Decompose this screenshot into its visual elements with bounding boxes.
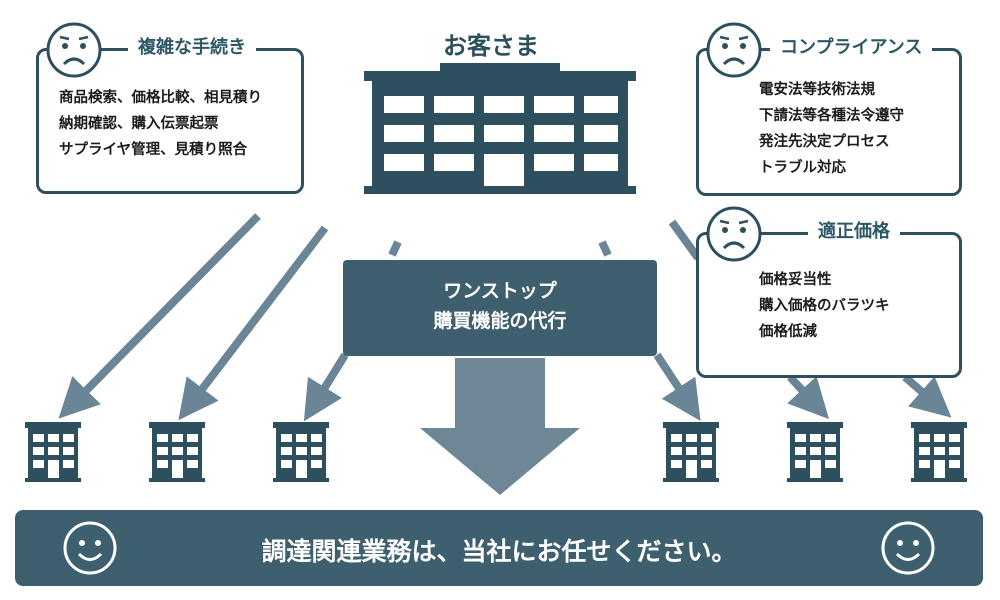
- list-item: 発注先決定プロセス: [759, 134, 890, 150]
- list-item: 価格妥当性: [759, 272, 832, 288]
- list-item: 電安法等技術法規: [759, 82, 875, 98]
- bottom-banner: 調達関連業務は、当社にお任せください。: [15, 510, 983, 586]
- compliance-box: 電安法等技術法規 下請法等各種法令遵守 発注先決定プロセス トラブル対応: [696, 48, 962, 196]
- compliance-title: コンプライアンス: [770, 37, 933, 59]
- list-item: 下請法等各種法令遵守: [759, 108, 904, 124]
- arrow-icon: [178, 225, 329, 421]
- supplier-building-icon: [787, 422, 843, 482]
- one-stop-label: ワンストップ: [443, 280, 557, 302]
- supplier-building-icon: [663, 422, 719, 482]
- list-item: 納期確認、購入伝票起票: [59, 116, 219, 132]
- smile-face-icon: [63, 521, 117, 575]
- list-item: 商品検索、価格比較、相見積り: [59, 90, 262, 106]
- headquarters-building-icon: [364, 63, 636, 194]
- arrow-icon: [388, 240, 402, 257]
- banner-text: 調達関連業務は、当社にお任せください。: [261, 537, 737, 566]
- supplier-building-icon: [273, 422, 329, 482]
- smile-face-icon: [881, 521, 935, 575]
- fair-price-box: 価格妥当性 購入価格のバラツキ 価格低減: [696, 232, 962, 378]
- fair-price-list: 価格妥当性 購入価格のバラツキ 価格低減: [759, 267, 890, 345]
- banner-faces: [63, 521, 935, 575]
- list-item: 購入価格のバラツキ: [759, 298, 890, 314]
- supplier-building-icon: [911, 422, 967, 482]
- arrow-icon: [653, 352, 701, 422]
- supplier-building-icon: [25, 422, 81, 482]
- procurement-agency-label: 購買機能の代行: [433, 310, 567, 332]
- arrow-icon: [58, 213, 261, 419]
- compliance-list: 電安法等技術法規 下請法等各種法令遵守 発注先決定プロセス トラブル対応: [759, 77, 904, 181]
- supplier-building-icon: [149, 422, 205, 482]
- big-down-arrow-icon: [420, 358, 580, 495]
- list-item: 価格低減: [759, 324, 817, 340]
- arrow-icon: [787, 374, 830, 420]
- arrow-icon: [303, 352, 349, 422]
- complex-procedures-title: 複雑な手続き: [128, 37, 256, 59]
- fair-price-title: 適正価格: [808, 221, 900, 243]
- list-item: サプライヤ管理、見積り照合: [59, 142, 248, 158]
- customer-title: お客さま: [443, 32, 539, 60]
- complex-procedures-box: 商品検索、価格比較、相見積り 納期確認、購入伝票起票 サプライヤ管理、見積り照合: [36, 48, 304, 194]
- arrow-icon: [668, 219, 702, 261]
- complex-procedures-list: 商品検索、価格比較、相見積り 納期確認、購入伝票起票 サプライヤ管理、見積り照合: [59, 85, 262, 163]
- arrow-icon: [902, 373, 952, 418]
- arrow-icon: [598, 240, 612, 257]
- one-stop-box: ワンストップ 購買機能の代行: [343, 260, 657, 356]
- list-item: トラブル対応: [759, 160, 846, 176]
